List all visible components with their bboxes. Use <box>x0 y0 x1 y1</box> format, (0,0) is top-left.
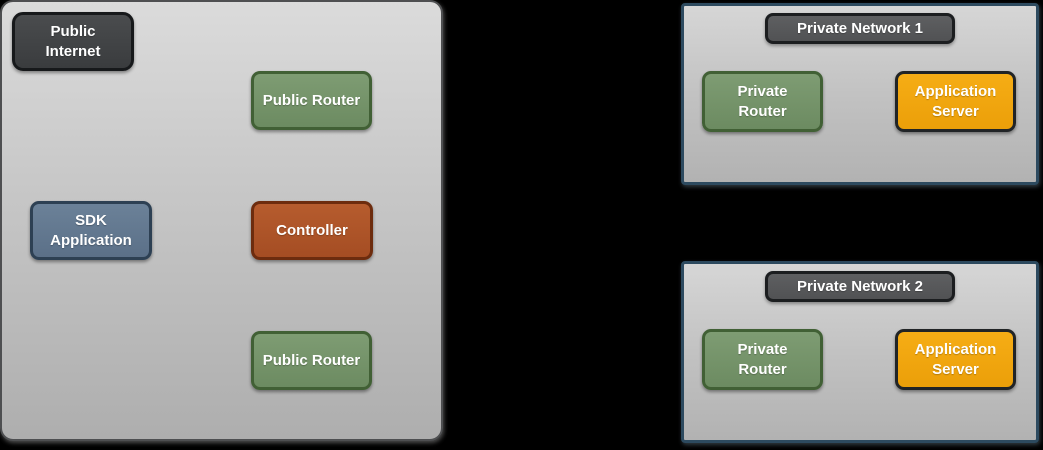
node-public-router-bottom: Public Router <box>251 331 372 390</box>
node-public-router-top: Public Router <box>251 71 372 130</box>
node-application-server-2: Application Server <box>895 329 1016 390</box>
node-controller: Controller <box>251 201 373 260</box>
private-network-2-zone: Private Network 2 Private Router Applica… <box>681 261 1039 443</box>
node-application-server-1: Application Server <box>895 71 1016 132</box>
node-private-router-1: Private Router <box>702 71 823 132</box>
private-network-1-zone: Private Network 1 Private Router Applica… <box>681 3 1039 185</box>
node-private-router-2: Private Router <box>702 329 823 390</box>
private-network-1-title: Private Network 1 <box>765 13 955 44</box>
node-sdk-application: SDK Application <box>30 201 152 260</box>
private-network-2-title: Private Network 2 <box>765 271 955 302</box>
node-public-internet: Public Internet <box>12 12 134 71</box>
public-internet-zone: Public Internet Public Router SDK Applic… <box>0 0 443 441</box>
